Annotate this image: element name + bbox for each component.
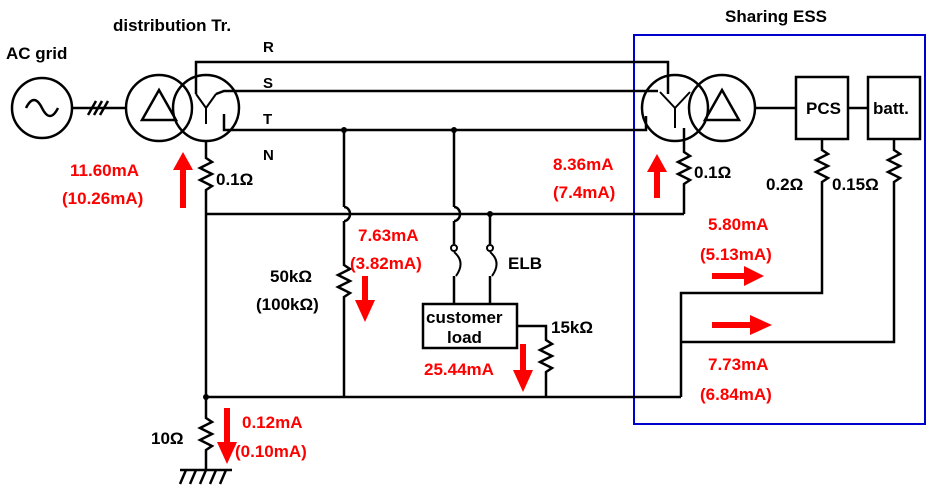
batt-branch-current-arrow-icon	[712, 315, 772, 335]
tr-neutral-current-arrow-icon	[173, 152, 193, 208]
bus-r-label: R	[263, 39, 274, 56]
load-leak-current-value: 25.44mA	[424, 360, 494, 379]
ess-neutral-current-alt: (7.4mA)	[553, 183, 615, 202]
batt-label: batt.	[873, 99, 909, 118]
customer-load-box	[421, 302, 519, 350]
bus-r-line	[194, 60, 670, 94]
bus-s-label: S	[263, 75, 273, 92]
leak-main-current-arrow-icon	[355, 276, 375, 322]
tr-neutral-current-alt: (10.26mA)	[62, 189, 143, 208]
leakage-resistor-50k-icon	[335, 130, 353, 397]
leak-main-resistor-label: 50kΩ	[270, 267, 312, 286]
ground-resistor-label: 10Ω	[151, 429, 184, 448]
tr-neutral-current-value: 11.60mA	[70, 161, 139, 180]
pcs-branch-current-value: 5.80mA	[708, 215, 768, 234]
ground-current-alt: (0.10mA)	[235, 442, 307, 461]
customer-load-label-line2: load	[447, 328, 482, 347]
distribution-transformer-icon	[124, 73, 241, 143]
elb-label: ELB	[508, 254, 542, 273]
distribution-tr-label: distribution Tr.	[113, 16, 231, 35]
pcs-label: PCS	[806, 99, 841, 118]
ac-grid-label: AC grid	[6, 44, 67, 63]
ess-neutral-current-value: 8.36mA	[553, 155, 613, 174]
sharing-ess-label: Sharing ESS	[725, 7, 827, 26]
ground-current-arrow-icon	[217, 408, 237, 464]
bus-s-line	[215, 89, 658, 96]
ac-grid-source-icon	[10, 76, 74, 140]
pcs-resistor-label: 0.2Ω	[766, 175, 803, 194]
batt-branch-current-value: 7.73mA	[708, 355, 768, 374]
load-leak-current-arrow-icon	[513, 344, 533, 392]
three-phase-hash-icon	[72, 100, 126, 116]
ground-resistor-icon	[197, 397, 215, 470]
ground-current-value: 0.12mA	[242, 413, 302, 432]
ess-neutral-resistor-label: 0.1Ω	[694, 163, 731, 182]
load-leak-resistor-icon	[517, 324, 555, 397]
sharing-ess-box	[633, 34, 926, 425]
ess-neutral-current-arrow-icon	[647, 154, 667, 198]
pcs-branch-current-alt: (5.13mA)	[700, 245, 772, 264]
leak-main-current-value: 7.63mA	[358, 226, 418, 245]
bus-t-label: T	[263, 111, 272, 128]
batt-branch-current-alt: (6.84mA)	[700, 385, 772, 404]
ess-neutral-resistor-icon	[675, 128, 693, 214]
load-leak-resistor-label: 15kΩ	[551, 318, 593, 337]
pcs-return-resistor-icon	[679, 139, 831, 397]
bus-t-line	[222, 114, 648, 132]
ess-transformer-icon	[640, 73, 757, 143]
elb-switch-icon	[450, 130, 498, 304]
batt-return-resistor-icon	[681, 139, 903, 344]
customer-load-label-line1: customer	[426, 308, 503, 327]
batt-resistor-label: 0.15Ω	[832, 175, 879, 194]
bus-n-label: N	[263, 147, 274, 164]
tr-neutral-resistor-label: 0.1Ω	[216, 170, 253, 189]
pcs-branch-current-arrow-icon	[712, 266, 764, 286]
earth-ground-icon	[178, 468, 232, 485]
tr-neutral-resistor-icon	[197, 141, 215, 214]
leak-main-current-alt: (3.82mA)	[350, 254, 422, 273]
leak-main-resistor-alt-label: (100kΩ)	[256, 295, 319, 314]
